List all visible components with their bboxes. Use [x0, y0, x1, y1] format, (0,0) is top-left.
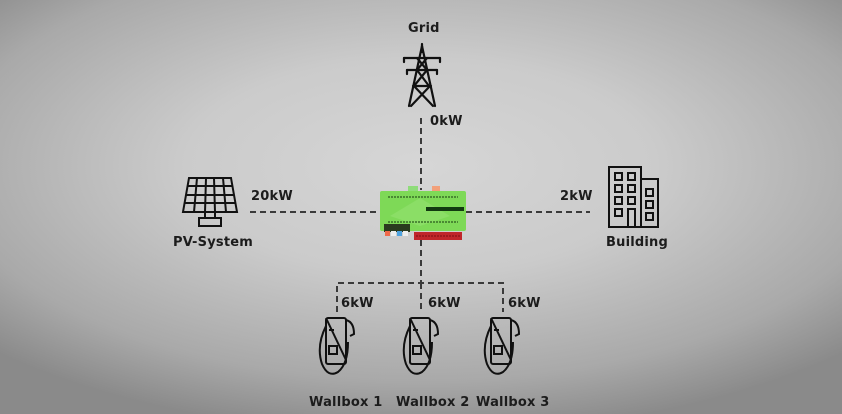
wallbox-3-label: Wallbox 3 — [476, 395, 550, 410]
wallbox-3-power: 6kW — [508, 296, 541, 311]
wallbox-1-label: Wallbox 1 — [309, 395, 383, 410]
wallbox-2-label: Wallbox 2 — [396, 395, 470, 410]
pv-power: 20kW — [251, 189, 293, 204]
wallbox-2-power: 6kW — [428, 296, 461, 311]
wallbox-3-icon — [483, 317, 521, 375]
building-label: Building — [606, 235, 668, 250]
pv-label: PV-System — [173, 235, 253, 250]
grid-label: Grid — [408, 21, 440, 36]
wallbox-1-power: 6kW — [341, 296, 374, 311]
building-power: 2kW — [560, 189, 593, 204]
energy-controller-icon[interactable] — [380, 186, 466, 244]
wallbox-1-icon — [318, 317, 356, 375]
wallbox-2-icon — [402, 317, 440, 375]
solar-panel-icon — [181, 177, 239, 227]
grid-power: 0kW — [430, 114, 463, 129]
building-icon — [608, 166, 659, 228]
grid-pylon-icon — [402, 42, 442, 108]
